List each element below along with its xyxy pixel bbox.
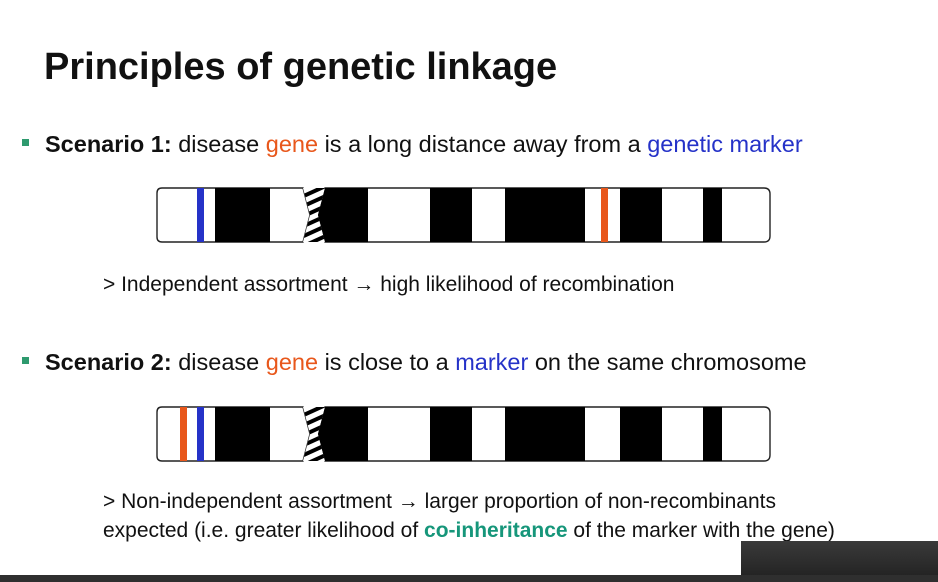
scenario-2-note-line-2: expected (i.e. greater likelihood of co-…: [103, 516, 835, 545]
scenario-1-marker: genetic marker: [647, 131, 803, 157]
scenario-2-marker: marker: [455, 349, 529, 375]
scenario-1-gene: gene: [265, 131, 319, 157]
note-line-2-c: of the marker with the gene): [567, 519, 835, 542]
co-inheritance-highlight: co-inheritance: [424, 519, 568, 542]
scenario-1-note: > Independent assortment → high likeliho…: [103, 273, 675, 296]
scenario-2-gene: gene: [265, 349, 319, 375]
chromosome-2-band: [703, 407, 722, 461]
scenario-2-note: > Non-independent assortment → larger pr…: [103, 487, 835, 545]
bullet-square-icon: [22, 139, 29, 147]
slide-title: Principles of genetic linkage: [44, 46, 558, 88]
chromosome-2-band: [430, 407, 472, 461]
centromere-1-hatch: [303, 188, 325, 242]
chromosome-2-outline: [156, 406, 311, 462]
chromosome-2-band: [505, 407, 585, 461]
chromosome-2-outline-right: [317, 406, 771, 462]
scenario-2-text-c: on the same chromosome: [528, 349, 807, 375]
bullet-square-icon: [22, 357, 29, 365]
scenario-2-text-a: disease: [171, 349, 266, 375]
scenario-2-label: Scenario 2:: [45, 349, 172, 375]
chromosome-1-band: [620, 188, 662, 242]
chromosome-2-band: [318, 407, 368, 461]
scenario-1-text-a: disease: [171, 131, 266, 157]
scenario-2-text-b: is close to a: [318, 349, 456, 375]
scenario-2-bullet: Scenario 2: disease gene is close to a m…: [22, 349, 807, 376]
marker-line-2: [197, 407, 204, 461]
gene-line-2: [180, 407, 187, 461]
chromosome-1-band: [505, 188, 585, 242]
scenario-1-label: Scenario 1:: [45, 131, 172, 157]
scenario-1-text-b: is a long distance away from a: [318, 131, 648, 157]
marker-line-1: [197, 188, 204, 242]
gene-line-1: [601, 188, 608, 242]
scenario-1-bullet: Scenario 1: disease gene is a long dista…: [22, 131, 803, 158]
scenario-2-note-line-1: > Non-independent assortment → larger pr…: [103, 490, 776, 513]
chromosome-1-band: [318, 188, 368, 242]
centromere-2-hatch: [303, 407, 325, 461]
chromosome-1-outline: [156, 187, 311, 243]
chromosome-2-band: [620, 407, 662, 461]
chromosome-1-band: [703, 188, 722, 242]
note-line-2-a: expected (i.e. greater likelihood of: [103, 519, 425, 542]
chromosome-1-outline-right: [317, 187, 771, 243]
chromosome-2-band: [215, 407, 270, 461]
chromosome-1-band: [430, 188, 472, 242]
bottom-toolbar: [0, 575, 938, 582]
chromosome-1-band: [215, 188, 270, 242]
